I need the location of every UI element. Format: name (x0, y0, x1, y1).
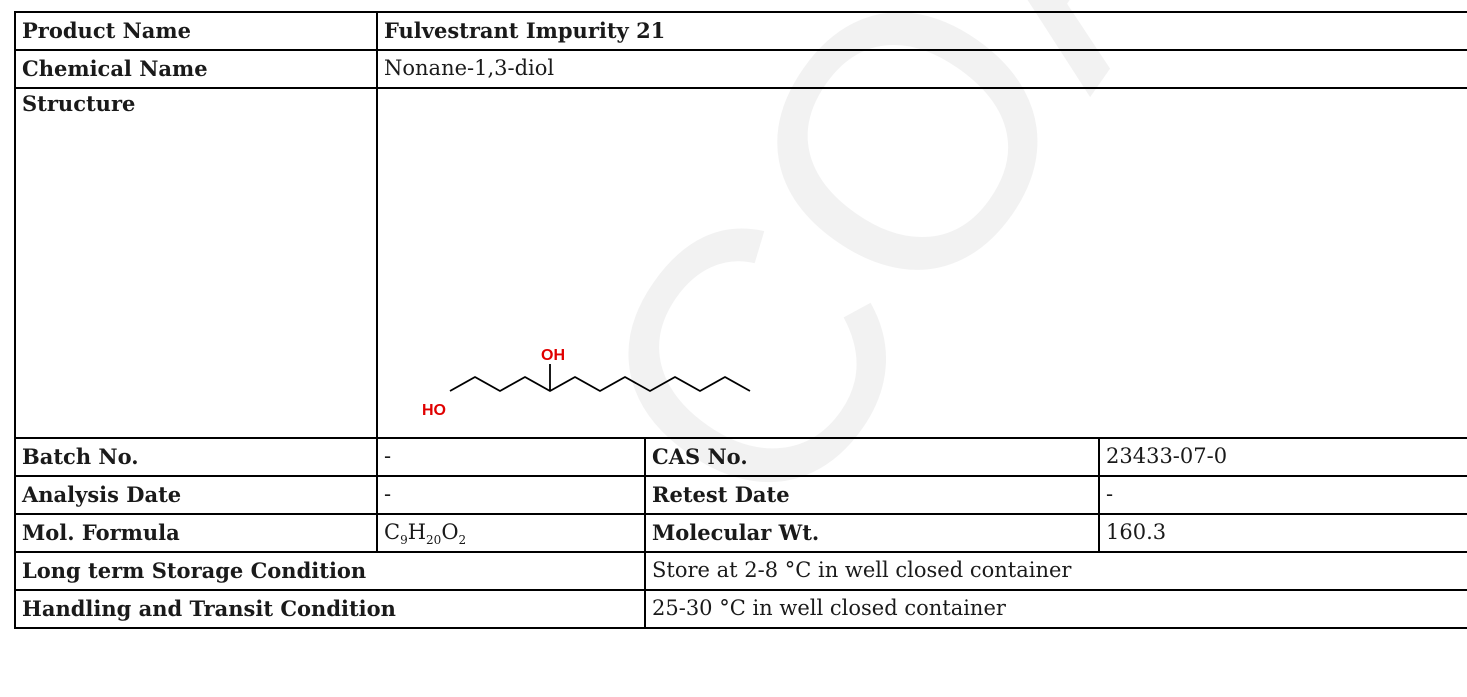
carbon-chain (449, 376, 751, 392)
transit-value: 25-30 °C in well closed container (643, 589, 1467, 629)
formula-element-o: O (441, 520, 459, 545)
row-dates: Analysis Date - Retest Date - (14, 475, 1467, 515)
row-structure: Structure OH HO (14, 87, 1467, 439)
molecular-weight-value: 160.3 (1097, 513, 1467, 553)
product-name-value: Fulvestrant Impurity 21 (375, 11, 1467, 51)
cas-no-label: CAS No. (644, 437, 1100, 477)
analysis-date-value: - (376, 475, 646, 515)
analysis-date-label: Analysis Date (14, 475, 378, 515)
storage-label: Long term Storage Condition (14, 551, 646, 591)
row-chemical-name: Chemical Name Nonane-1,3-diol (14, 49, 1467, 89)
coa-table: Product Name Fulvestrant Impurity 21 Che… (14, 11, 1467, 629)
structure-cell: OH HO (375, 87, 1467, 439)
atom-oh-top: OH (541, 347, 565, 364)
formula-element-h: H (407, 520, 427, 545)
formula-count-h: 20 (426, 533, 442, 548)
formula-count-c: 9 (400, 533, 408, 548)
storage-value: Store at 2-8 °C in well closed container (643, 551, 1467, 591)
structure-diagram: OH HO (422, 347, 751, 419)
row-batch-cas: Batch No. - CAS No. 23433-07-0 (14, 437, 1467, 477)
batch-no-label: Batch No. (14, 437, 378, 477)
structure-label: Structure (14, 87, 378, 439)
row-transit: Handling and Transit Condition 25-30 °C … (14, 589, 1467, 629)
row-product-name: Product Name Fulvestrant Impurity 21 (14, 11, 1467, 51)
chemical-name-label: Chemical Name (14, 49, 378, 89)
formula-element-c: C (384, 520, 401, 545)
molecular-weight-label: Molecular Wt. (644, 513, 1100, 553)
retest-date-label: Retest Date (644, 475, 1100, 515)
product-name-label: Product Name (14, 11, 378, 51)
retest-date-value: - (1097, 475, 1467, 515)
atom-ho-left: HO (422, 402, 446, 419)
transit-label: Handling and Transit Condition (14, 589, 646, 629)
row-storage: Long term Storage Condition Store at 2-8… (14, 551, 1467, 591)
chemical-name-value: Nonane-1,3-diol (375, 49, 1467, 89)
row-formula-weight: Mol. Formula C9H20O2 Molecular Wt. 160.3 (14, 513, 1467, 553)
mol-formula-label: Mol. Formula (14, 513, 378, 553)
formula-count-o: 2 (458, 533, 467, 548)
mol-formula-value: C9H20O2 (376, 513, 646, 553)
batch-no-value: - (376, 437, 646, 477)
cas-no-value: 23433-07-0 (1097, 437, 1467, 477)
